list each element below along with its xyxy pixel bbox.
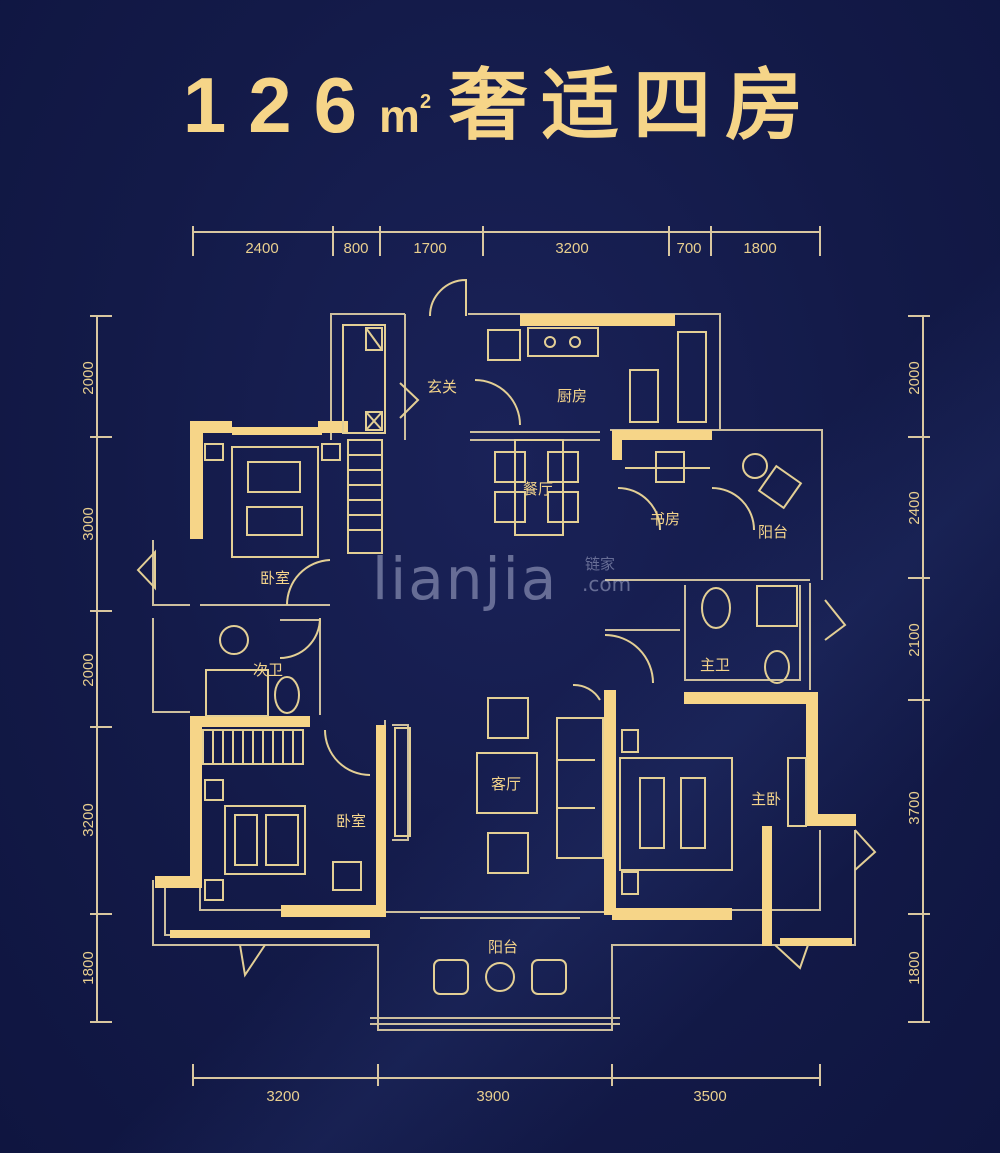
dim-left-3: 2000 (80, 653, 97, 686)
dim-right-4: 3700 (906, 791, 923, 824)
watermark-cn: 链家 (585, 555, 616, 573)
dim-left-1: 2000 (80, 361, 97, 394)
dim-bottom-3: 3500 (693, 1088, 726, 1105)
structural-walls (155, 314, 856, 946)
dim-right-3: 2100 (906, 623, 923, 656)
watermark-com: .com (582, 572, 632, 596)
room-label-bedroom-1: 卧室 (260, 569, 290, 587)
room-label-entrance: 玄关 (427, 378, 457, 396)
area-number: 126 (182, 61, 380, 149)
room-label-bedroom-2: 卧室 (336, 812, 366, 830)
room-label-balcony-study: 阳台 (758, 523, 788, 541)
room-label-dining: 餐厅 (523, 480, 553, 498)
dim-bottom-1: 3200 (266, 1088, 299, 1105)
dim-right-2: 2400 (906, 491, 923, 524)
dining-table-icon (514, 439, 564, 536)
room-label-master-bedroom: 主卧 (751, 790, 781, 808)
dimension-labels: 2400 800 1700 3200 700 1800 3200 3900 35… (80, 240, 923, 1105)
room-label-balcony-living: 阳台 (488, 938, 518, 956)
dim-right-5: 1800 (906, 951, 923, 984)
coffee-table-icon (476, 752, 538, 814)
dim-top-2: 800 (343, 240, 368, 257)
room-label-second-bath: 次卫 (253, 661, 283, 679)
dim-left-5: 1800 (80, 951, 97, 984)
dim-top-5: 700 (676, 240, 701, 257)
furniture (136, 278, 877, 995)
room-label-study: 书房 (650, 510, 680, 528)
page-title: 126m2 奢适四房 (0, 52, 1000, 166)
master-bed-icon (619, 757, 733, 871)
dim-bottom-2: 3900 (476, 1088, 509, 1105)
room-labels: 玄关 厨房 餐厅 书房 阳台 卧室 次卫 主卫 卧室 客厅 主卧 阳台 (253, 378, 788, 956)
sofa-icon (556, 717, 604, 859)
dim-left-4: 3200 (80, 803, 97, 836)
area-unit: m2 (379, 90, 432, 142)
watermark-text: lianjia (372, 545, 559, 613)
dim-top-6: 1800 (743, 240, 776, 257)
dim-right-1: 2000 (906, 361, 923, 394)
room-label-master-bath: 主卫 (700, 656, 730, 674)
dim-top-4: 3200 (555, 240, 588, 257)
room-label-kitchen: 厨房 (557, 387, 587, 405)
dim-top-1: 2400 (245, 240, 278, 257)
bed-icon (231, 446, 319, 558)
room-label-living: 客厅 (491, 775, 521, 793)
dim-top-3: 1700 (413, 240, 446, 257)
dim-left-2: 3000 (80, 507, 97, 540)
layout-title: 奢适四房 (449, 61, 818, 149)
